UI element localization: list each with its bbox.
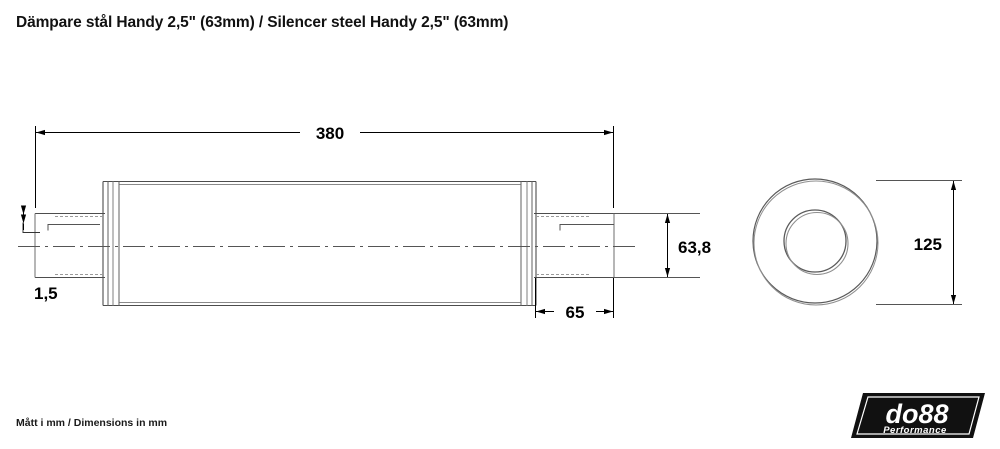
seam-band-left — [107, 181, 120, 306]
silencer-body-outline — [102, 180, 537, 307]
page-title: Dämpare stål Handy 2,5" (63mm) / Silence… — [16, 14, 509, 31]
dimension-pipe-diameter — [614, 213, 700, 278]
outlet-pipe — [534, 212, 615, 279]
brand-logo: do88 Performance — [851, 392, 985, 440]
dimension-body-diameter — [876, 180, 962, 305]
dimension-overall-length — [35, 126, 614, 208]
dimension-stub-length — [535, 278, 614, 318]
units-note: Mått i mm / Dimensions in mm — [16, 417, 168, 429]
dimension-wall-thickness-label: 1,5 — [34, 284, 58, 303]
end-view — [752, 178, 879, 306]
dimension-pipe-diameter-label: 63,8 — [678, 238, 711, 257]
dimension-stub-length-label: 65 — [566, 303, 585, 322]
dimension-body-diameter-label: 125 — [914, 235, 942, 254]
seam-band-right — [520, 181, 533, 306]
brand-logo-text: do88 — [885, 399, 948, 429]
inlet-pipe — [34, 212, 105, 279]
stub-leader — [559, 224, 614, 231]
dimension-overall-length-label: 380 — [316, 124, 344, 143]
brand-logo-tagline: Performance — [883, 425, 947, 436]
